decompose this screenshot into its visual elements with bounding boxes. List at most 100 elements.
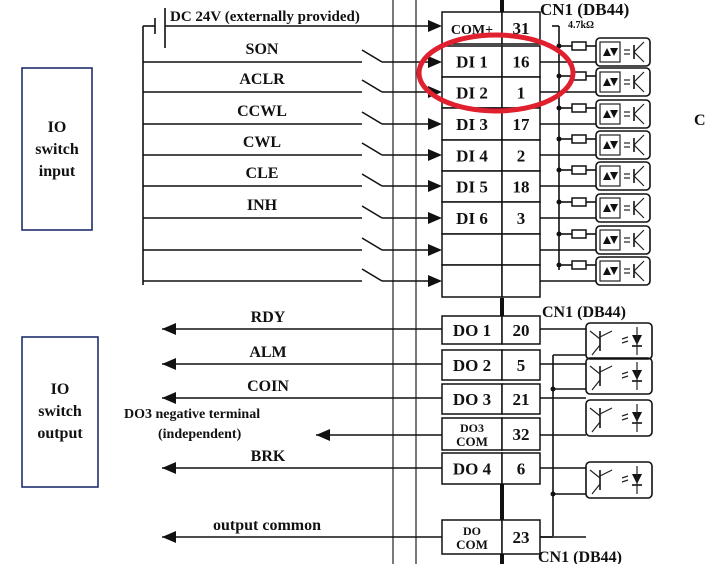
- switch-icon: [361, 142, 383, 156]
- pin-cell: [501, 417, 541, 451]
- arrow-left-icon: [162, 358, 176, 370]
- resistor-icon: [571, 197, 587, 207]
- optocoupler-output-icon: [585, 399, 653, 437]
- switch-icon: [361, 111, 383, 125]
- terminal-cell: [441, 264, 503, 298]
- terminal-label: DO 4: [453, 460, 492, 479]
- resistor-icon: [571, 229, 587, 239]
- output-signal-label: output common: [213, 517, 321, 534]
- output-signal-label-2: (independent): [158, 427, 242, 442]
- pin-label: 5: [517, 356, 526, 375]
- resistor-value-label: 4.7kΩ: [568, 20, 594, 31]
- pin-label: 1: [517, 84, 526, 103]
- pin-cell: [501, 233, 541, 266]
- input-signal-label: CWL: [243, 134, 281, 151]
- arrow-right-icon: [428, 20, 442, 32]
- terminal-label: DO3: [460, 421, 484, 435]
- input-signal-label: ACLR: [239, 71, 285, 88]
- terminal-label: DO 3: [453, 390, 491, 409]
- output-signal-label: RDY: [251, 309, 286, 326]
- terminal-label: DI 5: [456, 178, 488, 197]
- switch-icon: [361, 237, 383, 251]
- input-row: COM+31: [428, 11, 541, 45]
- terminal-label: DI 1: [456, 53, 488, 72]
- output-signal-label: BRK: [251, 448, 286, 465]
- connector-top-label: CN1 (DB44): [540, 0, 629, 19]
- arrow-right-icon: [428, 212, 442, 224]
- pin-label: 2: [517, 147, 526, 166]
- io-switch-input-box: IO switch input: [21, 67, 93, 231]
- output-signal-label: DO3 negative terminal: [124, 407, 260, 422]
- optocoupler-input-icon: [595, 99, 651, 129]
- pin-label: 3: [517, 209, 526, 228]
- input-signal-label: INH: [247, 197, 278, 214]
- switch-icon: [361, 205, 383, 219]
- terminal-label-2: COM: [456, 434, 488, 449]
- terminal-label: DI 6: [456, 209, 488, 228]
- output-box-line-1: IO: [51, 381, 70, 398]
- pin-cell: [501, 519, 541, 555]
- input-box-line-2: switch: [35, 141, 79, 158]
- pin-cell: [501, 383, 541, 415]
- pin-label: 32: [513, 425, 530, 444]
- output-box-line-2: switch: [38, 403, 82, 420]
- arrow-right-icon: [428, 180, 442, 192]
- optocoupler-input-icon: [595, 67, 651, 97]
- pin-cell: [501, 139, 541, 172]
- battery-icon: [143, 8, 438, 48]
- optocoupler-input-icon: [595, 256, 651, 286]
- arrow-left-icon: [316, 429, 330, 441]
- arrow-right-icon: [428, 244, 442, 256]
- optocoupler-output-icon: [585, 322, 653, 360]
- terminal-cell: [441, 452, 503, 485]
- power-label: DC 24V (externally provided): [170, 9, 360, 25]
- pin-label: 16: [513, 53, 530, 72]
- input-row: DI 6 3 INH: [143, 193, 651, 235]
- partial-right-label: C: [694, 112, 706, 129]
- optocoupler-input-icon: [595, 130, 651, 160]
- terminal-label: DI 4: [456, 147, 488, 166]
- arrow-right-icon: [428, 118, 442, 130]
- arrow-right-icon: [428, 56, 442, 68]
- pin-label: 17: [513, 115, 531, 134]
- resistor-icon: [571, 41, 587, 51]
- input-signal-label: CLE: [246, 165, 279, 182]
- optocoupler-input-icon: [595, 225, 651, 255]
- resistor-icon: [571, 103, 587, 113]
- pin-label: 23: [513, 528, 530, 547]
- input-row: DI 5 18 CLE: [143, 161, 651, 203]
- optocoupler-output-icon: [585, 461, 653, 499]
- pin-cell: [501, 315, 541, 345]
- input-row: DI 4 2 CWL: [143, 130, 651, 172]
- input-signal-label: SON: [246, 41, 279, 58]
- resistor-icon: [571, 260, 587, 270]
- terminal-cell: [441, 139, 503, 172]
- arrow-left-icon: [162, 323, 176, 335]
- terminal-label: DO 1: [453, 321, 491, 340]
- arrow-right-icon: [428, 149, 442, 161]
- optocoupler-input-icon: [595, 193, 651, 223]
- input-box-line-1: IO: [48, 119, 67, 136]
- connector-bottom-label: CN1 (DB44): [538, 549, 622, 564]
- resistor-icon: [571, 134, 587, 144]
- optocoupler-input-icon: [595, 37, 651, 67]
- pin-label: 18: [513, 178, 530, 197]
- connector-mid-label: CN1 (DB44): [542, 304, 626, 321]
- switch-icon: [361, 49, 383, 63]
- terminal-label-2: COM: [456, 537, 488, 552]
- terminal-cell: [441, 233, 503, 266]
- input-box-line-3: input: [39, 163, 76, 180]
- output-signal-label: COIN: [247, 378, 289, 395]
- io-switch-output-box: IO switch output: [21, 336, 99, 488]
- switch-icon: [361, 79, 383, 93]
- pin-label: 31: [513, 19, 530, 38]
- highlight-ellipse: [416, 32, 576, 114]
- terminal-label: DI 3: [456, 115, 488, 134]
- terminal-label: DO 2: [453, 356, 491, 375]
